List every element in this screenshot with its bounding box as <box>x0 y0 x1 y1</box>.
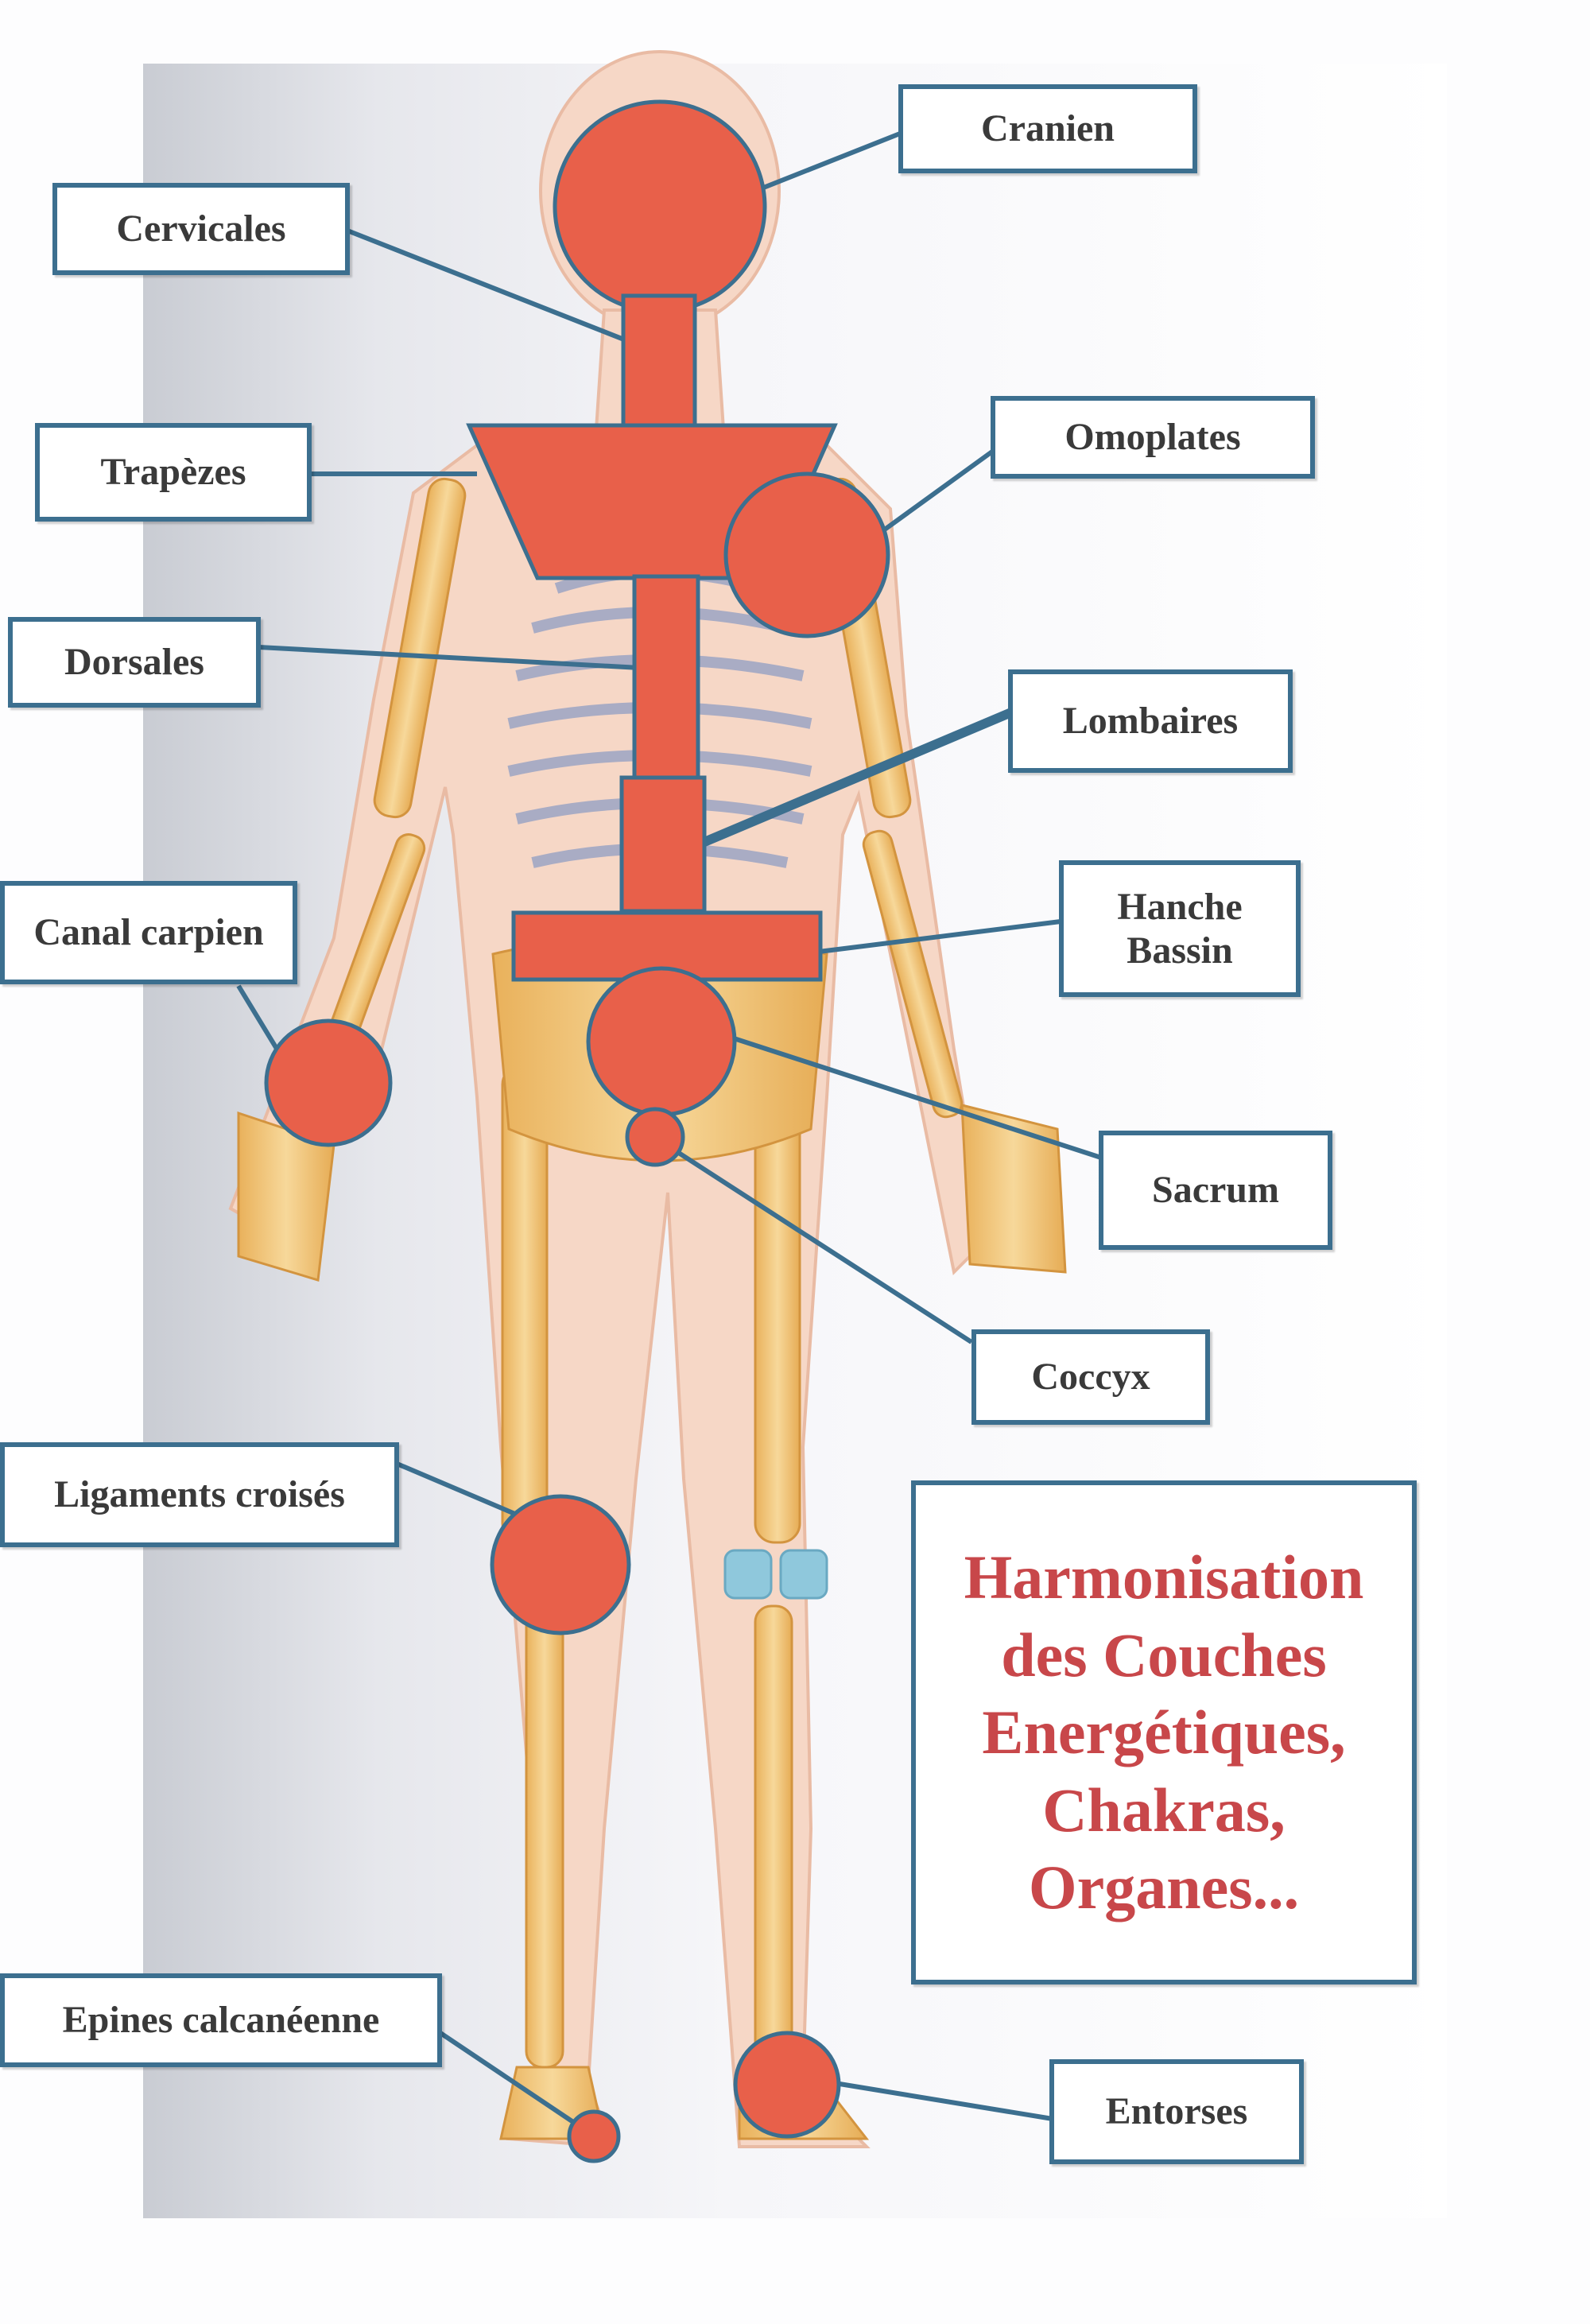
title-line-5: Organes... <box>1028 1853 1300 1922</box>
ligaments-croises-marker <box>490 1494 631 1635</box>
label-coccyx: Coccyx <box>971 1329 1210 1425</box>
label-entorses: Entorses <box>1049 2059 1304 2164</box>
title-box: Harmonisation des Couches Energétiques, … <box>911 1480 1417 1985</box>
label-cervicales: Cervicales <box>52 183 350 275</box>
title-line-2: des Couches <box>1001 1620 1327 1690</box>
cervicales-marker <box>621 293 697 429</box>
dorsales-marker <box>632 574 700 782</box>
left-humerus <box>373 477 467 819</box>
left-tibia <box>525 1604 564 2069</box>
right-forearm <box>862 829 964 1119</box>
title-line-1: Harmonisation <box>964 1542 1364 1612</box>
leader-lines <box>236 131 1102 2129</box>
label-trapezes: Trapèzes <box>35 423 312 522</box>
lombaires-marker <box>619 775 707 914</box>
canal-carpien-marker <box>264 1018 393 1147</box>
label-hanche-bassin: Hanche Bassin <box>1059 860 1301 997</box>
label-ligaments-croises: Ligaments croisés <box>0 1442 399 1547</box>
entorses-marker <box>733 2031 841 2139</box>
right-hand <box>960 1104 1067 1274</box>
title-line-4: Chakras, <box>1042 1775 1286 1845</box>
cranien-marker <box>553 99 767 314</box>
sacrum-marker <box>586 966 737 1117</box>
label-lombaires: Lombaires <box>1008 669 1293 773</box>
energy-markers <box>264 99 890 2163</box>
knee-caps <box>723 1549 828 1600</box>
title-line-3: Energétiques, <box>982 1697 1346 1767</box>
coccyx-marker <box>625 1107 685 1167</box>
label-epines-calcaneenne: Epines calcanéenne <box>0 1973 442 2067</box>
label-cranien: Cranien <box>898 84 1197 173</box>
label-sacrum: Sacrum <box>1099 1131 1332 1250</box>
right-tibia <box>754 1604 793 2069</box>
label-dorsales: Dorsales <box>8 617 261 708</box>
label-canal-carpien: Canal carpien <box>0 881 297 984</box>
epines-calcaneenne-marker <box>567 2109 621 2163</box>
omoplates-marker <box>723 471 890 638</box>
label-omoplates: Omoplates <box>991 396 1315 479</box>
